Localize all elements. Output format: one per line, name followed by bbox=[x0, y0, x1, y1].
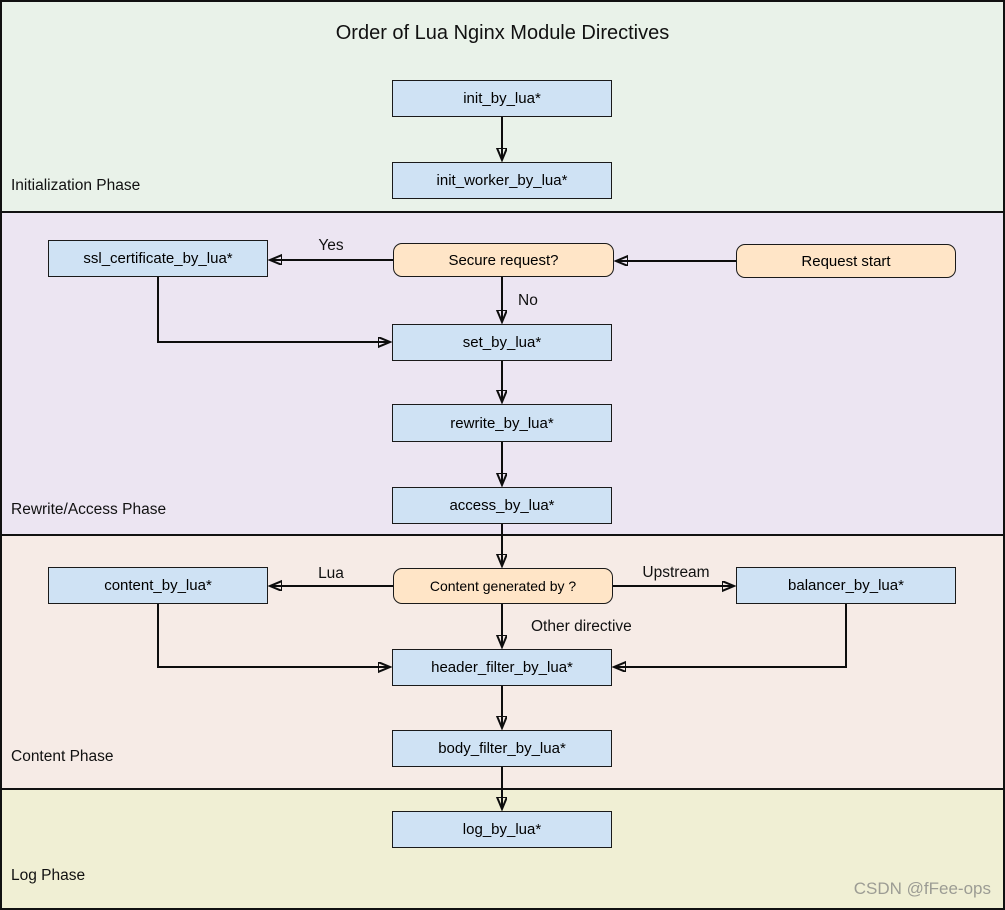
edge-label-yes: Yes bbox=[318, 237, 344, 254]
phase-label-rewrite-access: Rewrite/Access Phase bbox=[11, 501, 167, 518]
csdn-watermark: CSDN @fFee-ops bbox=[853, 879, 991, 898]
edge-label-upstream: Upstream bbox=[642, 564, 710, 581]
node-header-filter-by-lua: header_filter_by_lua* bbox=[392, 649, 612, 686]
node-access-by-lua: access_by_lua* bbox=[392, 487, 612, 524]
node-content-by-lua: content_by_lua* bbox=[48, 567, 268, 604]
node-content-generated-decision: Content generated by ? bbox=[393, 568, 613, 604]
node-balancer-by-lua: balancer_by_lua* bbox=[736, 567, 956, 604]
node-log-by-lua: log_by_lua* bbox=[392, 811, 612, 848]
edge-label-lua: Lua bbox=[318, 565, 344, 582]
phase-label-content: Content Phase bbox=[11, 748, 114, 765]
edge-label-no: No bbox=[518, 292, 538, 309]
node-secure-request-decision: Secure request? bbox=[393, 243, 614, 277]
node-init-worker-by-lua: init_worker_by_lua* bbox=[392, 162, 612, 199]
node-ssl-certificate-by-lua: ssl_certificate_by_lua* bbox=[48, 240, 268, 277]
node-rewrite-by-lua: rewrite_by_lua* bbox=[392, 404, 612, 442]
edge-label-other-directive: Other directive bbox=[531, 618, 632, 635]
node-init-by-lua: init_by_lua* bbox=[392, 80, 612, 117]
node-set-by-lua: set_by_lua* bbox=[392, 324, 612, 361]
phase-label-log: Log Phase bbox=[11, 867, 86, 884]
phase-label-initialization: Initialization Phase bbox=[11, 177, 141, 194]
diagram-title: Order of Lua Nginx Module Directives bbox=[335, 22, 670, 44]
node-request-start: Request start bbox=[736, 244, 956, 278]
node-body-filter-by-lua: body_filter_by_lua* bbox=[392, 730, 612, 767]
